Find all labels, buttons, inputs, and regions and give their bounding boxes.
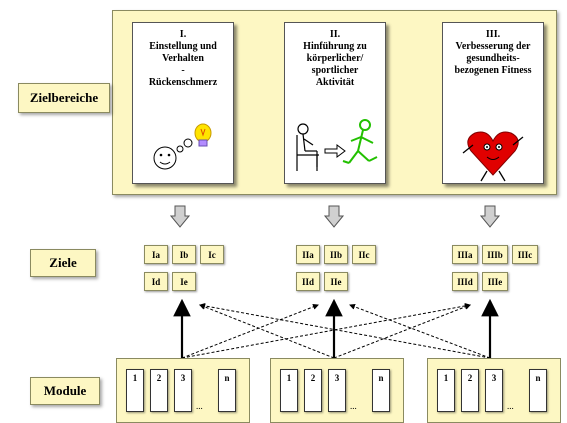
target-area-title-1: I. Einstellung und Verhalten - Rückensch…: [148, 29, 218, 88]
cross-arrow: [199, 302, 491, 359]
module-box: 2: [304, 369, 322, 412]
heart-character-icon: [462, 131, 524, 182]
module-box: 1: [126, 369, 144, 412]
cross-arrow: [181, 304, 319, 359]
down-arrow-2: [324, 205, 344, 228]
module-box: n: [529, 369, 547, 412]
goal-box: IIIb: [482, 245, 508, 264]
goal-box: IId: [296, 272, 320, 291]
goal-box: IIId: [452, 272, 478, 291]
arrow-right-icon: [324, 144, 346, 158]
cross-arrow: [333, 304, 471, 359]
cross-arrow: [199, 304, 335, 359]
target-area-title-2: II. Hinführung zu körperlicher/ sportlic…: [303, 29, 367, 88]
module-ellipsis: ...: [350, 401, 357, 411]
goal-box: Ib: [172, 245, 196, 264]
cross-arrow: [349, 303, 491, 359]
goal-box: IIc: [352, 245, 376, 264]
goal-box: Id: [144, 272, 168, 291]
sitting-to-running-person-icon: [296, 119, 378, 171]
module-ellipsis: ...: [507, 401, 514, 411]
goal-box: IIe: [324, 272, 348, 291]
target-area-card-3: III. Verbesserung der gesundheits- bezog…: [442, 22, 544, 184]
zielbereiche-label: Zielbereiche: [18, 83, 110, 113]
goal-box: Ia: [144, 245, 168, 264]
ziele-label: Ziele: [30, 249, 96, 277]
module-box: 3: [328, 369, 346, 412]
module-label: Module: [30, 377, 100, 405]
light-bulb-icon: [194, 123, 212, 147]
goal-box: IIIc: [512, 245, 538, 264]
module-ellipsis: ...: [196, 401, 203, 411]
cross-arrow: [181, 302, 471, 359]
goal-box: Ie: [172, 272, 196, 291]
thinking-face-icon: [153, 123, 212, 170]
module-panel-1: 1 2 3 ... n: [116, 358, 250, 423]
module-box: 3: [485, 369, 503, 412]
goal-box: IIb: [324, 245, 348, 264]
module-box: n: [372, 369, 390, 412]
down-arrow-1: [170, 205, 190, 228]
target-area-card-2: II. Hinführung zu körperlicher/ sportlic…: [284, 22, 386, 184]
module-box: n: [218, 369, 236, 412]
target-area-card-1: I. Einstellung und Verhalten - Rückensch…: [132, 22, 234, 184]
goal-box: Ic: [200, 245, 224, 264]
running-person-icon: [342, 119, 378, 164]
module-box: 2: [461, 369, 479, 412]
goal-box: IIIa: [452, 245, 478, 264]
module-panel-2: 1 2 3 ... n: [270, 358, 404, 423]
down-arrow-3: [480, 205, 500, 228]
goal-box: IIIe: [482, 272, 508, 291]
module-box: 3: [174, 369, 192, 412]
module-box: 2: [150, 369, 168, 412]
module-box: 1: [280, 369, 298, 412]
goal-box: IIa: [296, 245, 320, 264]
target-area-title-3: III. Verbesserung der gesundheits- bezog…: [454, 29, 532, 76]
module-box: 1: [437, 369, 455, 412]
module-panel-3: 1 2 3 ... n: [427, 358, 561, 423]
